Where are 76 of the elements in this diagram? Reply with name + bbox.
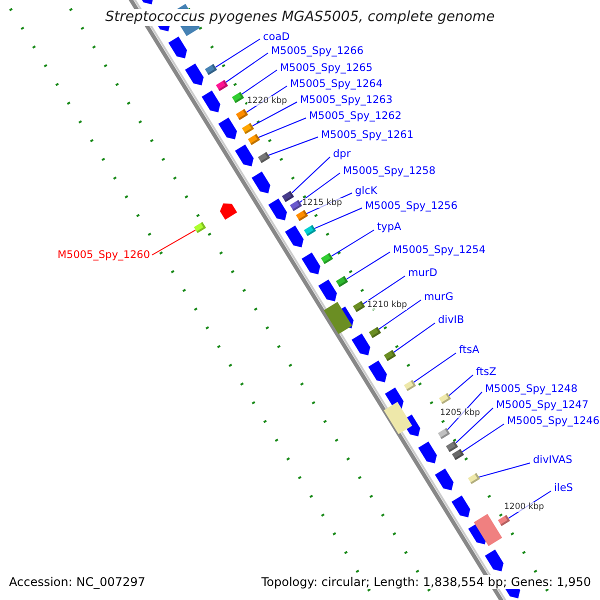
title: Streptococcus pyogenes MGAS5005, complete genome xyxy=(103,9,497,26)
gene-feature-bar xyxy=(384,350,396,361)
leader-line xyxy=(258,118,306,138)
gene-label: M5005_Spy_1248 xyxy=(485,383,578,395)
gene-feature-bar xyxy=(205,64,218,76)
gene-label: M5005_Spy_1265 xyxy=(280,62,373,74)
gene-label: M5005_Spy_1261 xyxy=(321,129,414,141)
gene-label: M5005_Spy_1254 xyxy=(393,244,486,256)
leader-line xyxy=(252,102,298,126)
gene-label: M5005_Spy_1247 xyxy=(496,399,589,411)
gene-label: divIVAS xyxy=(533,454,572,466)
gene-feature-bar xyxy=(498,515,511,526)
gene-label: murG xyxy=(424,291,454,303)
gene-feature-bar xyxy=(248,134,260,145)
leader-line xyxy=(215,38,260,68)
gene-label: M5005_Spy_1264 xyxy=(290,78,383,90)
leader-line xyxy=(292,156,330,194)
gene-feature-bar xyxy=(296,210,308,222)
gene-label: M5005_Spy_1262 xyxy=(309,110,402,122)
gene-label: typA xyxy=(377,221,402,233)
gene-feature-bar xyxy=(231,92,244,103)
gene-label: M5005_Spy_1266 xyxy=(271,45,364,57)
gene-label: dpr xyxy=(333,148,351,160)
leader-line xyxy=(346,252,390,280)
position-label: 1205 kbp xyxy=(440,408,480,418)
gene-label: murD xyxy=(408,267,438,279)
position-label: 1220 kbp xyxy=(247,96,288,106)
gene-label: coaD xyxy=(263,31,290,43)
gene-label: M5005_Spy_1256 xyxy=(365,200,458,212)
gene-label: ftsA xyxy=(459,344,480,356)
leader-line xyxy=(331,230,374,257)
leader-line xyxy=(393,322,436,353)
gene-feature-bar xyxy=(368,326,381,338)
gene-feature-bar xyxy=(439,393,452,404)
leader-line xyxy=(362,276,406,305)
gene-feature-bar xyxy=(321,253,334,264)
gene-feature-bar xyxy=(438,428,450,440)
gene-label: ftsZ xyxy=(476,366,496,378)
leader-line xyxy=(299,172,340,203)
leader-line xyxy=(461,424,504,453)
gene-feature-bar xyxy=(451,449,464,461)
gene-label: M5005_Spy_1246 xyxy=(507,415,600,427)
gene-feature-bar xyxy=(194,222,206,234)
gene-label: M5005_Spy_1258 xyxy=(343,165,436,177)
leader-line xyxy=(448,374,474,396)
gene-feature-bar xyxy=(304,224,316,236)
gene-feature-bar xyxy=(446,440,459,452)
gene-label: glcK xyxy=(355,185,378,197)
leader-line xyxy=(456,408,494,444)
gene-feature-bar xyxy=(404,380,416,391)
leader-line xyxy=(378,300,422,330)
gene-feature-bar xyxy=(282,190,295,202)
gene-feature-bar xyxy=(216,80,228,91)
leader-line xyxy=(268,136,318,156)
gene-feature-bar xyxy=(242,122,254,134)
gene-feature-bar xyxy=(290,200,302,211)
gene-feature-bar xyxy=(336,276,348,288)
leader-line xyxy=(413,352,456,383)
gene-feature-bar xyxy=(236,109,249,120)
gene-label: divIB xyxy=(438,314,464,326)
leader-line xyxy=(225,52,268,83)
footer-text: Topology: circular; Length: 1,838,554 bp; Genes: 1,950 xyxy=(261,575,591,589)
position-label: 1210 kbp xyxy=(367,300,408,310)
position-label: 1215 kbp xyxy=(302,198,342,208)
position-label: 1200 kbp xyxy=(504,502,544,512)
gene-label: M5005_Spy_1263 xyxy=(300,94,393,106)
gene-feature-bar xyxy=(257,152,270,163)
leader-line xyxy=(152,230,196,256)
gene-feature-bar xyxy=(352,301,365,313)
gene-label: ileS xyxy=(554,482,573,494)
gene-feature-bar xyxy=(468,472,480,484)
leader-line xyxy=(478,462,530,478)
leader-line xyxy=(241,70,278,95)
gene-label: M5005_Spy_1260 xyxy=(57,249,150,261)
footer-text: Accession: NC_007297 xyxy=(9,575,146,589)
leader-line xyxy=(314,208,362,230)
